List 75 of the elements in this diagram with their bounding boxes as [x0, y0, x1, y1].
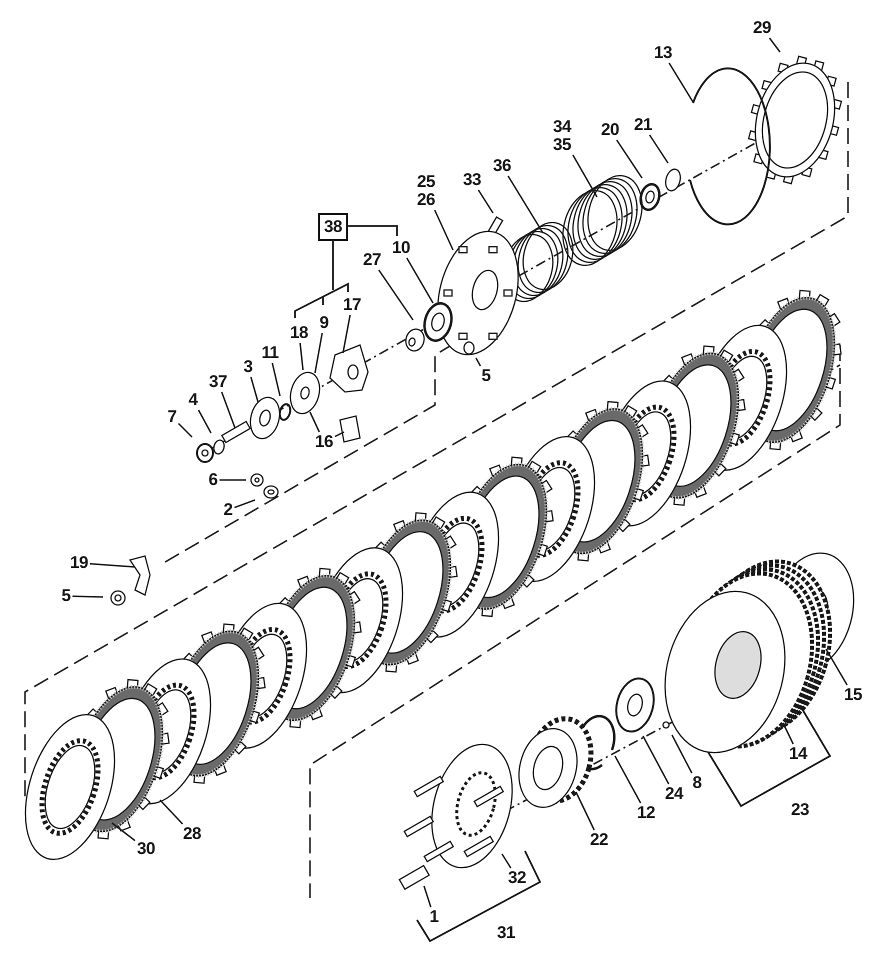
callout-number: 11 [262, 344, 278, 362]
callout-number: 22 [590, 831, 608, 849]
callout-number: 34 [553, 118, 571, 136]
callout-number: 12 [637, 804, 655, 822]
leader-line [783, 724, 794, 744]
callout-number: 16 [315, 433, 333, 451]
callout-number: 8 [692, 774, 702, 792]
callout-number: 2 [224, 501, 232, 519]
callout-number: 32 [508, 869, 526, 887]
leader-line [475, 358, 482, 366]
leader-line [314, 332, 323, 374]
leader-line [178, 422, 193, 438]
leader-line [768, 38, 781, 52]
leader-line [642, 736, 670, 784]
callout-box [318, 213, 348, 241]
callout-number: 18 [290, 324, 308, 342]
leader-line [501, 854, 512, 868]
leader-line [668, 62, 694, 102]
callout-number: 13 [654, 44, 672, 62]
leader-line [378, 270, 414, 320]
callout-number: 20 [601, 121, 619, 139]
leader-line [572, 154, 598, 198]
leader-line [648, 134, 669, 164]
callout-number: 6 [208, 471, 218, 489]
leader-line [112, 822, 136, 842]
leader-line [575, 792, 595, 830]
callout-number: 5 [482, 367, 490, 385]
callout-number: 25 [417, 173, 435, 191]
leader-line [406, 258, 434, 304]
leader-line [616, 140, 643, 178]
leader-line [507, 176, 544, 234]
callout-number: 17 [343, 296, 361, 314]
callout-number: 33 [463, 171, 481, 189]
leader-line [198, 410, 212, 434]
callout-number: 21 [634, 116, 652, 134]
leader-line [90, 563, 136, 568]
leader-line [614, 756, 642, 804]
callout-number: 7 [168, 408, 176, 426]
callout-number: 10 [392, 239, 410, 257]
callout-number: 38 [324, 218, 342, 236]
callout-number: 9 [320, 314, 328, 332]
callout-number: 19 [70, 554, 88, 572]
callout-number: 35 [553, 136, 571, 154]
leader-line [342, 314, 351, 354]
leader-line [423, 886, 432, 908]
callout-number: 26 [417, 191, 435, 209]
callout-number: 37 [209, 373, 227, 391]
leader-line [272, 362, 281, 396]
leader-line [334, 431, 344, 438]
callout-number: 31 [497, 924, 515, 942]
leader-line [234, 499, 256, 508]
leader-line [671, 734, 692, 774]
callout-number: 23 [791, 801, 809, 819]
leader-line [478, 190, 494, 214]
callout-number: 3 [244, 358, 252, 376]
leader-line [221, 392, 236, 428]
callout-number: 30 [137, 840, 155, 858]
callout-number: 15 [844, 686, 862, 704]
callout-number: 28 [183, 825, 201, 843]
leader-line [299, 342, 304, 370]
leader-line [220, 479, 246, 481]
leader-line [250, 376, 259, 402]
callout-number: 14 [789, 745, 807, 763]
leader-line [72, 595, 104, 598]
callout-number: 4 [188, 391, 198, 409]
callout-number: 1 [430, 908, 438, 926]
callout-number: 5 [62, 587, 70, 605]
callout-number: 29 [753, 19, 771, 37]
callout-number: 27 [363, 251, 381, 269]
leader-line [434, 210, 454, 250]
leader-line [825, 648, 848, 686]
callout-number: 24 [665, 785, 683, 803]
leader-line [159, 799, 184, 825]
callout-number: 36 [493, 157, 511, 175]
leader-line [309, 412, 320, 432]
